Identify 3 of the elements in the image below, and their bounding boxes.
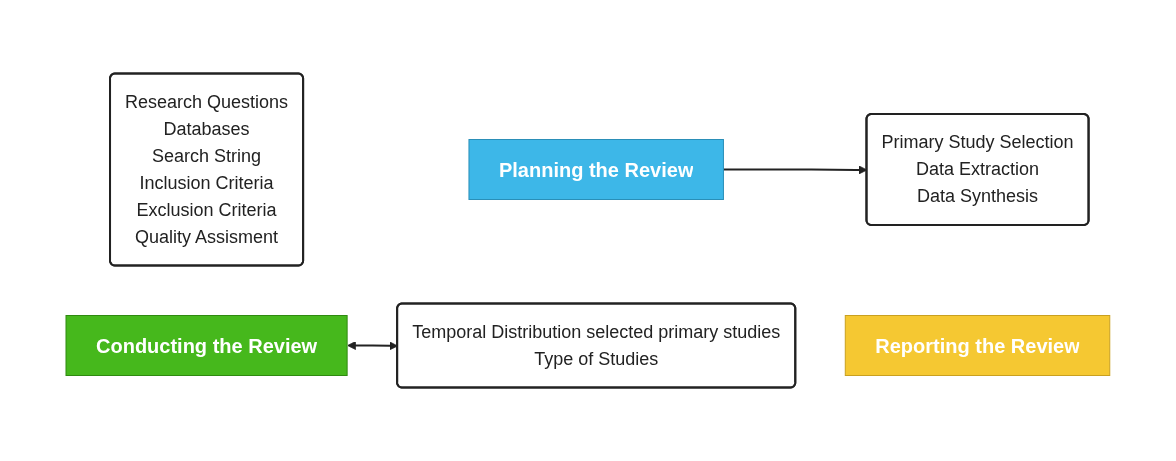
node-box: Conducting the Review xyxy=(65,315,348,376)
node-box: Reporting the Review xyxy=(844,315,1111,376)
node-box: Planning the Review xyxy=(468,139,725,200)
